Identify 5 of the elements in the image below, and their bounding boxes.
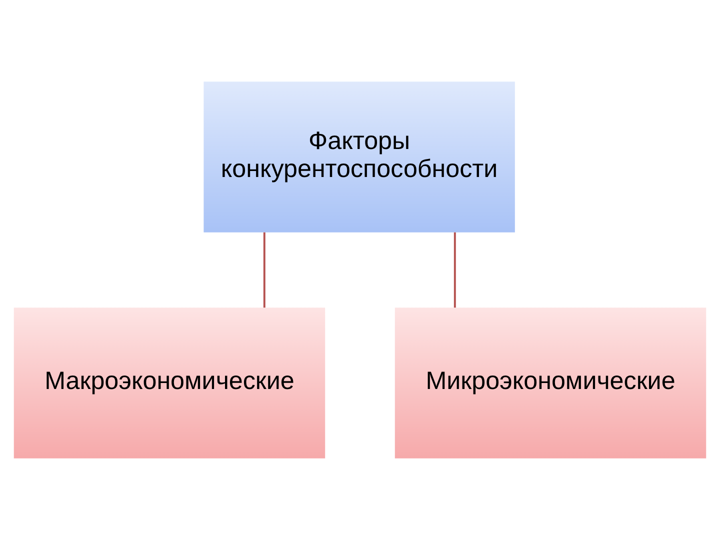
node-box: Факторы конкурентоспособности <box>204 82 515 232</box>
node-box: Макроэкономические <box>14 308 326 458</box>
node-box: Микроэкономические <box>394 308 706 458</box>
connector <box>454 232 456 308</box>
connector <box>263 232 266 308</box>
